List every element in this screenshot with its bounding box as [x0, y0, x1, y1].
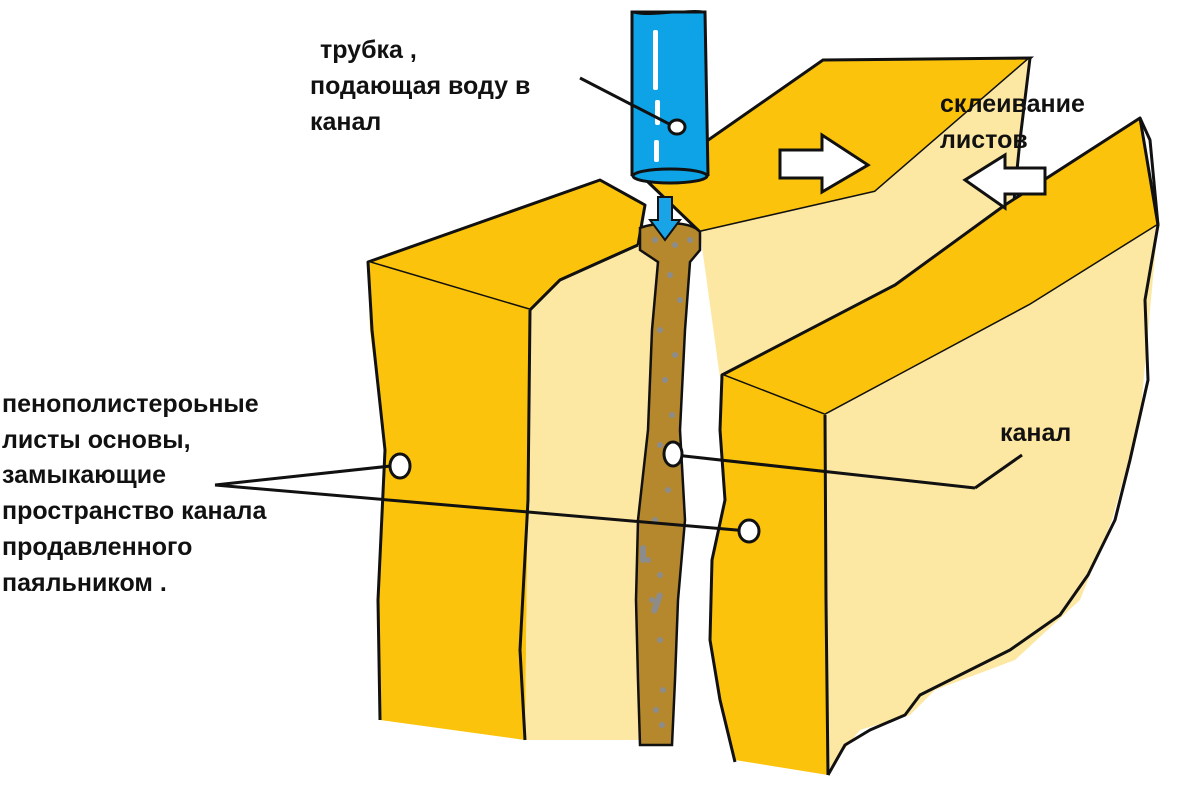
far-right-sheet — [708, 116, 1160, 776]
left-sheet-front-face — [368, 262, 530, 740]
water-flow-arrow-icon — [648, 196, 682, 242]
gluing-label: склеивание листов — [940, 90, 1092, 154]
far-right-side-face — [825, 225, 1158, 770]
leader-lines — [214, 76, 1023, 533]
leader-dots — [388, 118, 761, 544]
water-tube — [630, 10, 710, 185]
left-sheet — [366, 178, 660, 741]
far-right-front-face — [710, 375, 828, 775]
sheets-label: пенополистероьные листы основы, замыкающ… — [2, 390, 273, 597]
channel-label: канал — [1000, 419, 1071, 447]
tube-label: трубка , подающая воду в канал — [310, 36, 537, 136]
push-right-arrow-icon — [778, 132, 871, 195]
left-sheet-inner-face — [525, 245, 660, 740]
push-left-arrow-icon — [962, 152, 1047, 211]
